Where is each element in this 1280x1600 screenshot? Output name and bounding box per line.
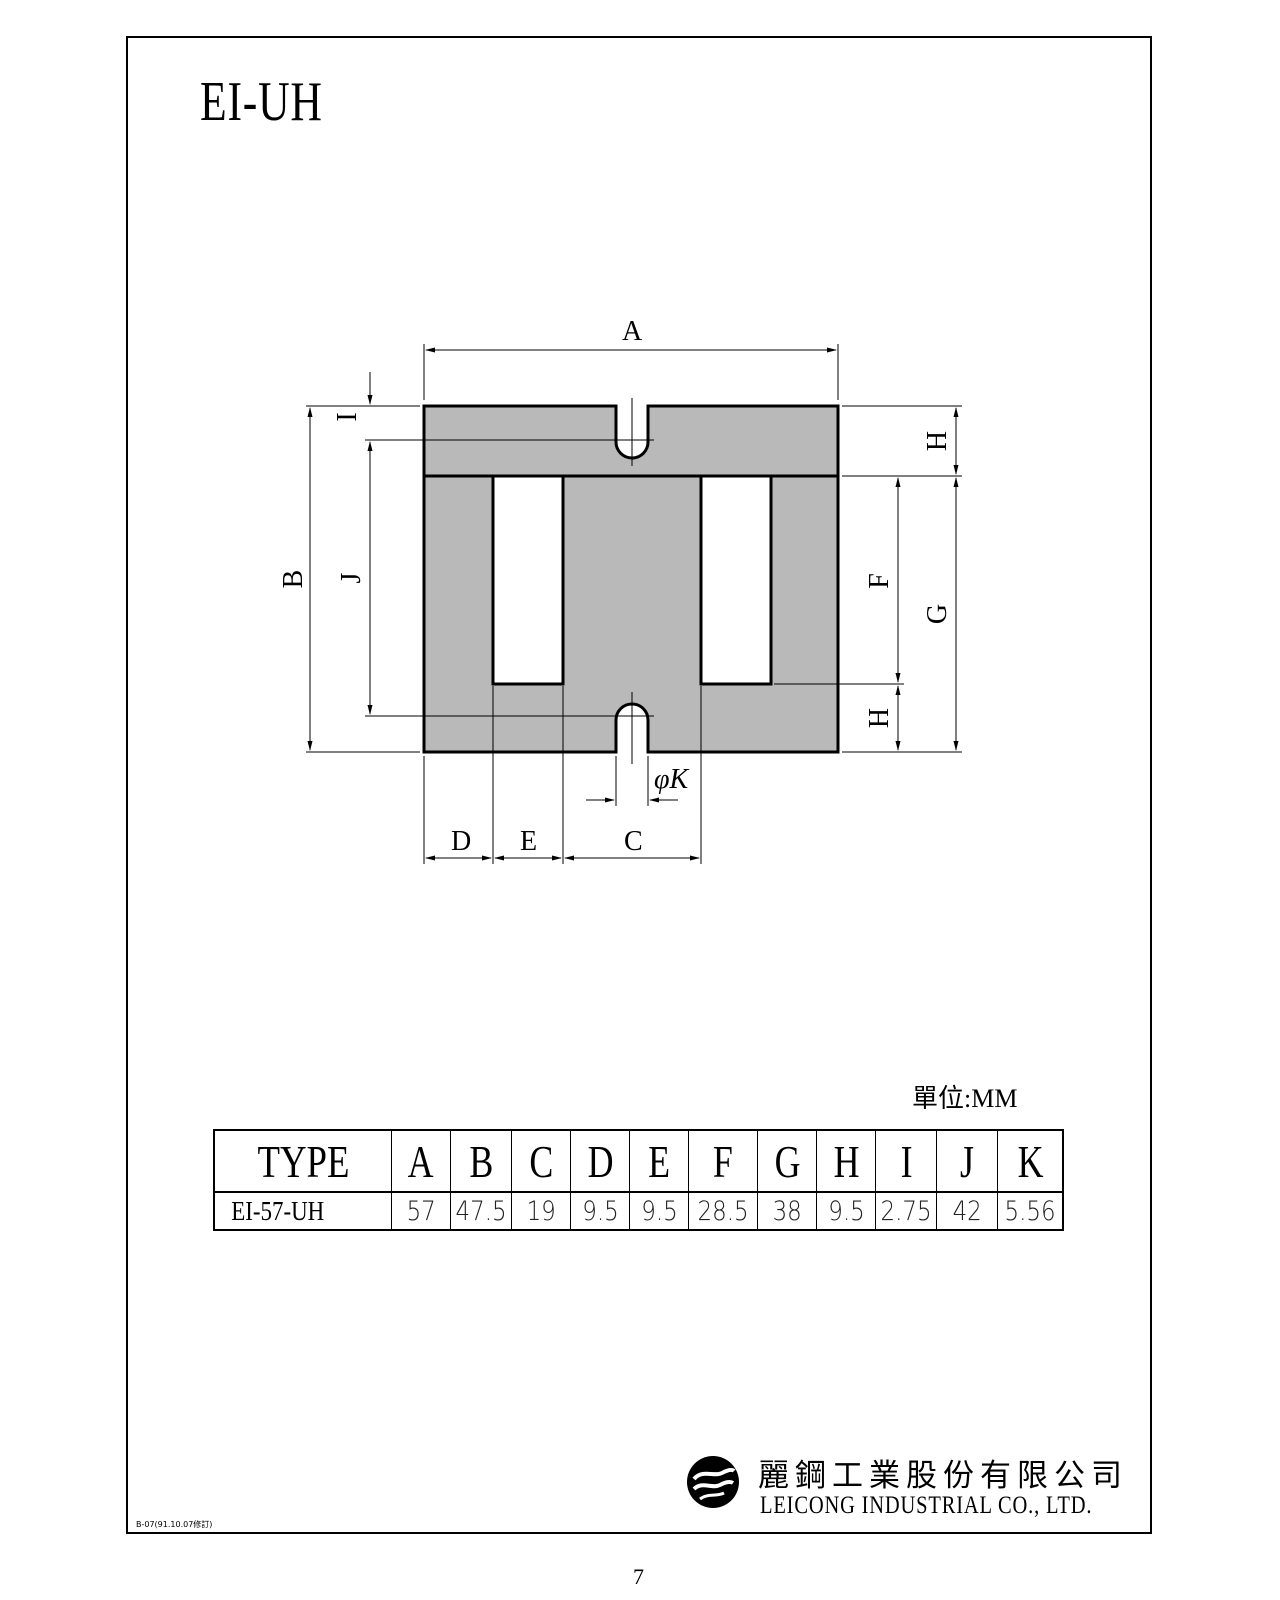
e-lamination-shape <box>422 474 840 754</box>
right-window <box>699 474 773 686</box>
unit-label: 單位:MM <box>912 1084 1018 1113</box>
page-border-frame <box>126 36 1152 1534</box>
table-header-e: E <box>629 1129 690 1193</box>
dim-label-i: I <box>332 412 363 421</box>
dim-label-g: G <box>922 604 953 624</box>
table-header-i: I <box>875 1129 938 1193</box>
table-cell-type: EI-57-UH <box>213 1191 392 1231</box>
dimension-spec-table: TYPE A B C D E F G H I J K EI-57-UH 57 4… <box>213 1129 1065 1231</box>
table-cell-a: 57 <box>391 1191 451 1231</box>
dim-label-c: C <box>624 826 643 857</box>
table-header-j: J <box>936 1129 999 1193</box>
table-cell-k: 5.56 <box>997 1191 1064 1231</box>
table-header-g: G <box>757 1129 818 1193</box>
table-row: EI-57-UH 57 47.5 19 9.5 9.5 28.5 38 9.5 … <box>213 1191 1064 1231</box>
dim-label-d: D <box>451 826 471 857</box>
dim-label-f: F <box>864 573 895 589</box>
table-cell-e: 9.5 <box>629 1191 690 1231</box>
dim-label-j: J <box>336 572 367 583</box>
company-logo-icon <box>687 1456 739 1508</box>
table-header-b: B <box>449 1129 513 1193</box>
table-header-k: K <box>997 1129 1064 1193</box>
dim-label-e: E <box>520 826 537 857</box>
company-name-chinese: 麗鋼工業股份有限公司 <box>758 1458 1128 1494</box>
page-number: 7 <box>633 1564 644 1589</box>
i-lamination-shape <box>422 404 840 478</box>
dim-label-h-bottom: H <box>864 708 895 728</box>
table-header-row: TYPE A B C D E F G H I J K <box>213 1129 1064 1193</box>
dim-label-a: A <box>622 316 643 347</box>
ei-core-technical-drawing: A B I J H F G H D E C φK <box>278 316 962 864</box>
table-cell-c: 19 <box>511 1191 572 1231</box>
table-cell-j: 42 <box>936 1191 999 1231</box>
table-header-f: F <box>688 1129 759 1193</box>
table-cell-g: 38 <box>757 1191 818 1231</box>
document-revision-footnote: B-07(91.10.07修訂) <box>136 1520 213 1529</box>
dim-label-b: B <box>278 570 309 589</box>
left-window <box>491 474 565 686</box>
page-title: EI-UH <box>200 71 323 133</box>
table-header-d: D <box>570 1129 631 1193</box>
table-cell-b: 47.5 <box>449 1191 513 1231</box>
table-cell-h: 9.5 <box>816 1191 877 1231</box>
table-header-type: TYPE <box>213 1129 392 1193</box>
table-cell-f: 28.5 <box>688 1191 759 1231</box>
table-header-a: A <box>391 1129 451 1193</box>
table-cell-i: 2.75 <box>875 1191 938 1231</box>
dim-label-k: φK <box>654 764 689 795</box>
table-header-c: C <box>511 1129 572 1193</box>
table-header-h: H <box>816 1129 877 1193</box>
table-cell-d: 9.5 <box>570 1191 631 1231</box>
dim-label-h-top: H <box>922 431 953 451</box>
company-name-english: LEICONG INDUSTRIAL CO., LTD. <box>760 1492 1093 1519</box>
